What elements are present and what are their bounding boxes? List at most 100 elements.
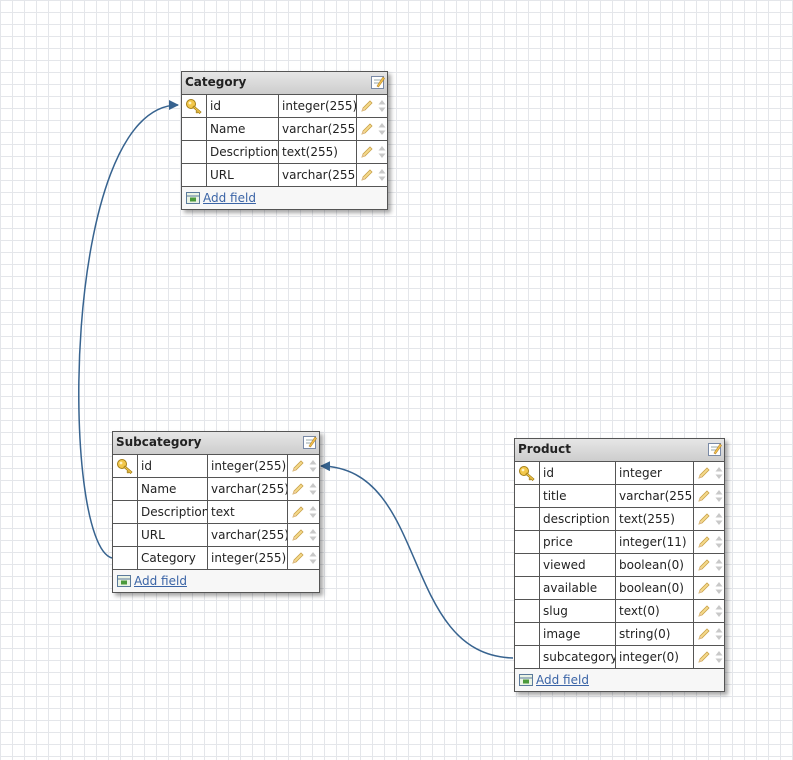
field-name[interactable]: Description — [207, 141, 279, 163]
field-type[interactable]: integer(255) — [279, 95, 357, 117]
field-type[interactable]: varchar(255) — [208, 478, 288, 500]
field-name[interactable]: id — [540, 462, 616, 484]
edit-field-icon[interactable] — [361, 169, 373, 181]
edit-field-icon[interactable] — [698, 651, 710, 663]
move-field-icon[interactable] — [715, 512, 723, 526]
edit-table-icon[interactable] — [303, 435, 317, 449]
move-field-icon[interactable] — [309, 528, 317, 542]
edit-field-icon[interactable] — [698, 536, 710, 548]
field-type[interactable]: varchar(255) — [279, 118, 357, 140]
field-type[interactable]: text(255) — [616, 508, 694, 530]
edit-field-icon[interactable] — [698, 582, 710, 594]
add-field-link[interactable]: Add field — [536, 673, 589, 687]
move-field-icon[interactable] — [309, 482, 317, 496]
edit-field-icon[interactable] — [361, 146, 373, 158]
field-name[interactable]: description — [540, 508, 616, 530]
edit-field-icon[interactable] — [698, 605, 710, 617]
field-name[interactable]: price — [540, 531, 616, 553]
move-field-icon[interactable] — [715, 627, 723, 641]
table-header[interactable]: Subcategory — [113, 432, 319, 455]
field-type[interactable]: text(0) — [616, 600, 694, 622]
edit-field-icon[interactable] — [361, 100, 373, 112]
edit-table-icon[interactable] — [371, 75, 385, 89]
move-field-icon[interactable] — [715, 489, 723, 503]
edit-table-icon[interactable] — [708, 442, 722, 456]
field-type[interactable]: varchar(255) — [208, 524, 288, 546]
field-name[interactable]: Description — [138, 501, 208, 523]
add-field-icon[interactable] — [519, 674, 533, 686]
edit-field-icon[interactable] — [292, 483, 304, 495]
field-name[interactable]: id — [207, 95, 279, 117]
add-field-link[interactable]: Add field — [203, 191, 256, 205]
field-name[interactable]: id — [138, 455, 208, 477]
field-type[interactable]: text — [208, 501, 288, 523]
field-name[interactable]: title — [540, 485, 616, 507]
move-field-icon[interactable] — [715, 650, 723, 664]
field-type[interactable]: boolean(0) — [616, 577, 694, 599]
edit-field-icon[interactable] — [292, 552, 304, 564]
move-field-icon[interactable] — [715, 466, 723, 480]
field-name[interactable]: URL — [138, 524, 208, 546]
add-field-icon[interactable] — [117, 575, 131, 587]
move-field-icon[interactable] — [309, 551, 317, 565]
relation-product-to-subcategory[interactable] — [320, 461, 514, 659]
field-name[interactable]: image — [540, 623, 616, 645]
field-type[interactable]: integer(255) — [208, 455, 288, 477]
move-field-icon[interactable] — [715, 581, 723, 595]
field-type[interactable]: integer(0) — [616, 646, 694, 668]
table-header[interactable]: Category — [182, 72, 387, 95]
move-field-icon[interactable] — [378, 145, 386, 159]
edit-field-icon[interactable] — [698, 628, 710, 640]
field-type[interactable]: text(255) — [279, 141, 357, 163]
field-type[interactable]: integer — [616, 462, 694, 484]
move-field-icon[interactable] — [309, 505, 317, 519]
field-type[interactable]: integer(11) — [616, 531, 694, 553]
field-type[interactable]: boolean(0) — [616, 554, 694, 576]
edit-field-icon[interactable] — [292, 460, 304, 472]
move-field-icon[interactable] — [715, 604, 723, 618]
field-name[interactable]: Name — [138, 478, 208, 500]
field-type[interactable]: varchar(255) — [616, 485, 694, 507]
move-field-icon[interactable] — [715, 558, 723, 572]
add-field-icon[interactable] — [186, 192, 200, 204]
edit-field-icon[interactable] — [292, 506, 304, 518]
edit-field-icon[interactable] — [698, 513, 710, 525]
edit-field-icon[interactable] — [698, 490, 710, 502]
field-name[interactable]: available — [540, 577, 616, 599]
edit-field-icon[interactable] — [361, 123, 373, 135]
field-type[interactable]: varchar(255) — [279, 164, 357, 186]
field-name[interactable]: slug — [540, 600, 616, 622]
add-field-link[interactable]: Add field — [134, 574, 187, 588]
move-field-icon[interactable] — [715, 535, 723, 549]
field-name[interactable]: URL — [207, 164, 279, 186]
move-field-icon[interactable] — [378, 168, 386, 182]
move-field-icon[interactable] — [378, 99, 386, 113]
table-header[interactable]: Product — [515, 439, 724, 462]
edit-field-icon[interactable] — [698, 467, 710, 479]
edit-field-icon[interactable] — [292, 529, 304, 541]
move-field-icon[interactable] — [309, 459, 317, 473]
field-name[interactable]: Name — [207, 118, 279, 140]
edit-field-icon[interactable] — [698, 559, 710, 571]
field-name[interactable]: viewed — [540, 554, 616, 576]
move-field-icon[interactable] — [378, 122, 386, 136]
